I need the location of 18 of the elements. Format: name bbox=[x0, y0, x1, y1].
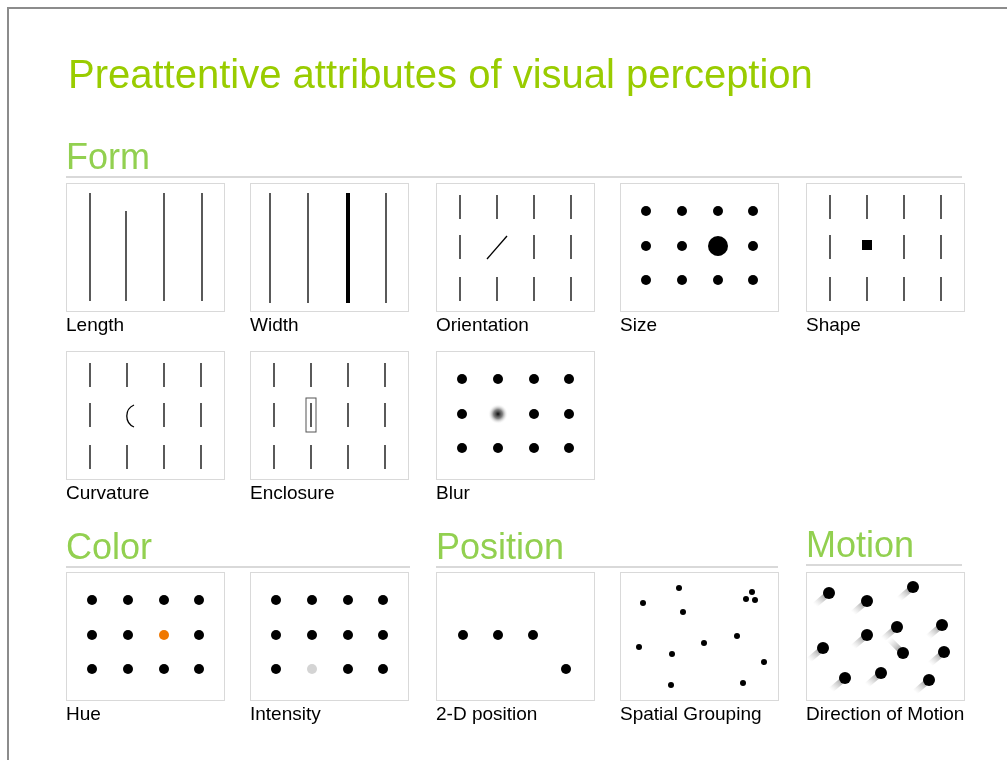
panel-caption: Size bbox=[620, 314, 658, 336]
panel-caption: 2-D position bbox=[436, 703, 539, 725]
panel-caption: Blur bbox=[436, 482, 471, 504]
panel-caption: Width bbox=[250, 314, 300, 336]
section-heading: Color bbox=[66, 528, 410, 568]
section-heading: Motion bbox=[806, 526, 962, 566]
panel-caption: Spatial Grouping bbox=[620, 703, 763, 725]
panel-caption: Enclosure bbox=[250, 482, 336, 504]
panel-caption: Hue bbox=[66, 703, 102, 725]
panel-caption: Length bbox=[66, 314, 126, 336]
panel-caption: Orientation bbox=[436, 314, 530, 336]
title: Preattentive attributes of visual perception bbox=[68, 52, 813, 97]
section-heading: Position bbox=[436, 528, 778, 568]
panel-caption: Intensity bbox=[250, 703, 322, 725]
panel-caption: Curvature bbox=[66, 482, 151, 504]
section-heading: Form bbox=[66, 138, 962, 178]
panel-caption: Shape bbox=[806, 314, 862, 336]
panel-caption: Direction of Motion bbox=[806, 703, 966, 725]
